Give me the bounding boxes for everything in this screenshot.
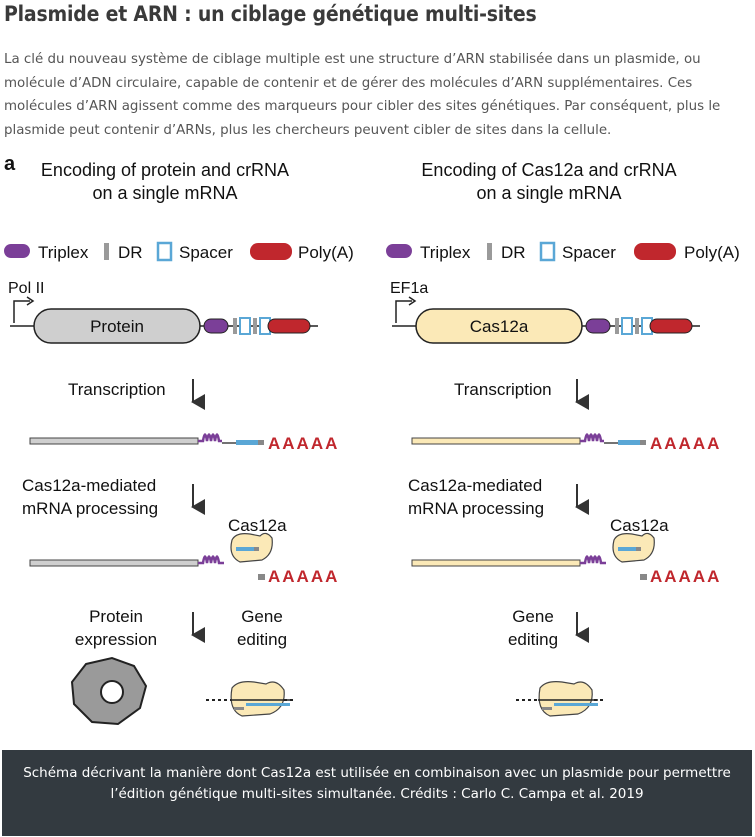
right-polya-box	[649, 318, 693, 334]
right-transcription-label: Transcription	[454, 380, 552, 399]
dr-swatch	[487, 243, 492, 260]
right-outcome-gene-line1: Gene	[512, 607, 554, 626]
legend-triplex-label: Triplex	[38, 243, 89, 262]
left-processing-line1: Cas12a-mediated	[22, 476, 156, 495]
left-promoter-arrow	[13, 300, 30, 323]
polya-swatch	[634, 243, 676, 260]
left-heading-line2: on a single mRNA	[92, 183, 237, 203]
left-polya-tail-2: AAAAA	[268, 567, 339, 586]
left-legend: Triplex DR Spacer Poly(A)	[4, 241, 354, 262]
legend-spacer-label: Spacer	[562, 243, 616, 262]
right-promoter-arrow	[395, 300, 412, 323]
polya-swatch	[250, 243, 292, 260]
right-panel: Encoding of Cas12a and crRNA on a single…	[386, 160, 740, 717]
legend-spacer-label: Spacer	[179, 243, 233, 262]
right-triplex	[585, 318, 611, 334]
right-heading-line2: on a single mRNA	[476, 183, 621, 203]
right-legend: Triplex DR Spacer Poly(A)	[386, 241, 740, 262]
left-promoter-label: Pol II	[8, 280, 44, 297]
left-polya-tail-1: AAAAA	[268, 434, 339, 453]
right-polya-tail-2: AAAAA	[650, 567, 721, 586]
left-outcome-protein-line2: expression	[75, 630, 157, 649]
article-intro: La clé du nouveau système de ciblage mul…	[4, 52, 721, 138]
right-cas12a-label: Cas12a	[610, 516, 669, 535]
right-heading-line1: Encoding of Cas12a and crRNA	[421, 160, 676, 180]
left-panel: Encoding of protein and crRNA on a singl…	[4, 160, 354, 726]
spacer-swatch	[539, 241, 556, 262]
legend-dr-label: DR	[118, 243, 143, 262]
right-gene-box	[415, 308, 583, 344]
right-mrna-2	[411, 559, 581, 567]
left-gene-label: Protein	[90, 317, 144, 336]
left-transcription-label: Transcription	[68, 380, 166, 399]
left-outcome-protein-line1: Protein	[89, 607, 143, 626]
article-title: Plasmide et ARN : un ciblage génétique m…	[4, 2, 537, 26]
legend-dr-label: DR	[501, 243, 526, 262]
figure-diagram: a Encoding of protein and crRNA on a sin…	[4, 153, 740, 726]
left-heading-line1: Encoding of protein and crRNA	[41, 160, 289, 180]
left-outcome-gene-line1: Gene	[241, 607, 283, 626]
right-polya-tail-1: AAAAA	[650, 434, 721, 453]
legend-polya-label: Poly(A)	[298, 243, 354, 262]
spacer-swatch	[156, 241, 173, 262]
left-outcome-gene-line2: editing	[237, 630, 287, 649]
left-mrna-1	[29, 437, 199, 445]
right-processing-line1: Cas12a-mediated	[408, 476, 542, 495]
legend-polya-label: Poly(A)	[684, 243, 740, 262]
left-editing-complex	[230, 681, 285, 717]
right-mrna-1	[411, 437, 581, 445]
left-processing-line2: mRNA processing	[22, 499, 158, 518]
right-promoter-label: EF1a	[390, 280, 428, 297]
left-gene-box	[33, 308, 201, 344]
left-polya-box	[267, 318, 311, 334]
triplex-swatch	[386, 244, 412, 258]
right-editing-complex	[538, 681, 593, 717]
right-outcome-gene-line2: editing	[508, 630, 558, 649]
figure: a Encoding of protein and crRNA on a sin…	[0, 152, 755, 750]
left-mrna-2	[29, 559, 199, 567]
legend-triplex-label: Triplex	[420, 243, 471, 262]
triplex-swatch	[4, 244, 30, 258]
left-triplex	[203, 318, 229, 334]
left-cas12a-label: Cas12a	[228, 516, 287, 535]
right-gene-label: Cas12a	[470, 317, 529, 336]
figure-caption: Schéma décrivant la manière dont Cas12a …	[2, 750, 752, 836]
right-processing-line2: mRNA processing	[408, 499, 544, 518]
panel-label: a	[4, 153, 16, 175]
dr-swatch	[104, 243, 109, 260]
